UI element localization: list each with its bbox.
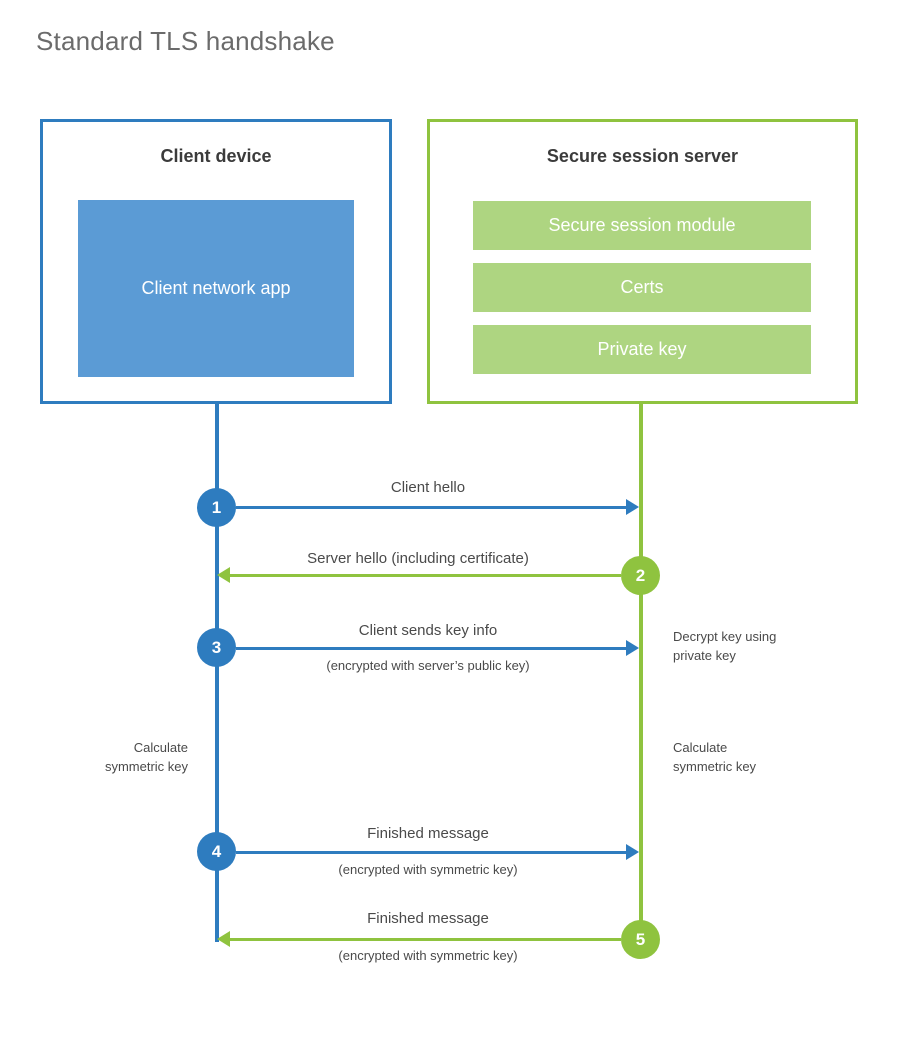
server-lifeline <box>639 404 643 939</box>
step-5-circle[interactable]: 5 <box>621 920 660 959</box>
note-server-calculate-line-1: Calculate <box>673 740 728 755</box>
client-device-title: Client device <box>160 146 272 166</box>
note-client-calculate-line-1: Calculate <box>133 740 188 755</box>
note-server-calculate-line-2: symmetric key <box>673 758 757 774</box>
step-5-sublabel: (encrypted with symmetric key) <box>338 948 518 963</box>
server-block-private-key: Private key <box>473 325 811 374</box>
step-4-arrow-head-icon <box>626 844 639 860</box>
step-3-circle[interactable]: 3 <box>197 628 236 667</box>
step-4-label: Finished message <box>367 825 489 842</box>
step-1-arrow-head-icon <box>626 499 639 515</box>
secure-session-server-title: Secure session server <box>546 146 739 166</box>
note-client-calculate-symmetric-key: Calculate symmetric key <box>20 739 188 777</box>
server-block-secure-session-module: Secure session module <box>473 201 811 250</box>
step-4-sublabel: (encrypted with symmetric key) <box>338 862 518 877</box>
step-3-sublabel: (encrypted with server’s public key) <box>326 658 530 673</box>
step-1-circle[interactable]: 1 <box>197 488 236 527</box>
step-5-arrow-line <box>230 938 621 941</box>
note-server-calculate-symmetric-key: Calculate symmetric key <box>673 739 863 777</box>
step-2-label: Server hello (including certificate) <box>307 550 529 567</box>
client-lifeline <box>215 404 219 942</box>
step-2-circle[interactable]: 2 <box>621 556 660 595</box>
note-client-calculate-line-2: symmetric key <box>104 758 188 774</box>
note-decrypt-key-line-2: private key <box>673 647 736 663</box>
step-4-arrow-line <box>236 851 626 854</box>
client-device-box: Client device Client network app <box>40 119 392 404</box>
page-title: Standard TLS handshake <box>36 26 335 56</box>
step-1-arrow-line <box>236 506 626 509</box>
step-5-label: Finished message <box>367 910 489 927</box>
step-3-label: Client sends key info <box>358 622 498 639</box>
step-4-circle[interactable]: 4 <box>197 832 236 871</box>
note-decrypt-key: Decrypt key using private key <box>673 628 863 666</box>
step-3-arrow-head-icon <box>626 640 639 656</box>
step-2-arrow-line <box>230 574 621 577</box>
secure-session-server-box: Secure session server Secure session mod… <box>427 119 858 404</box>
note-decrypt-key-line-1: Decrypt key using <box>673 629 777 644</box>
step-2-arrow-head-icon <box>217 567 230 583</box>
server-block-certs: Certs <box>473 263 811 312</box>
step-5-arrow-head-icon <box>217 931 230 947</box>
step-3-arrow-line <box>236 647 626 650</box>
step-1-label: Client hello <box>390 479 466 496</box>
client-network-app-block: Client network app <box>78 200 354 377</box>
